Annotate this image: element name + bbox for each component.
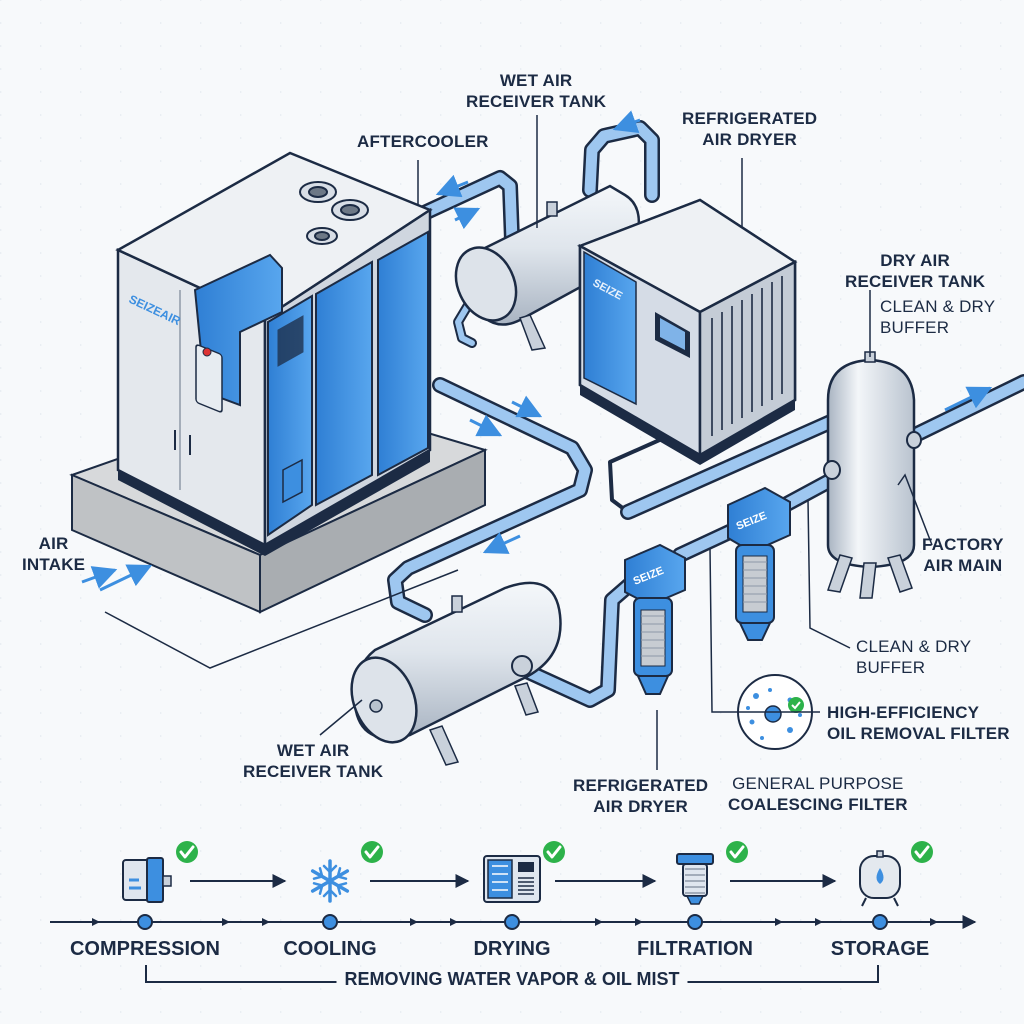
step-label-cooling: COOLING — [283, 938, 377, 960]
timeline-node — [872, 914, 888, 930]
process-steps — [122, 841, 933, 930]
timeline-node — [687, 914, 703, 930]
check-badge-icon — [911, 841, 933, 863]
snowflake-icon — [310, 859, 350, 903]
compressor-top-outlets — [299, 181, 369, 245]
dryer-icon — [483, 855, 541, 903]
dry-air-receiver-tank — [823, 351, 922, 599]
refrigerated-air-dryer: SEIZE — [577, 198, 798, 465]
high-efficiency-oil-removal-filter: SEIZE — [727, 486, 791, 641]
step-label-compression: COMPRESSION — [69, 938, 221, 960]
dryer-grille — [711, 276, 783, 436]
check-badge-icon — [726, 841, 748, 863]
air-compressor: SEIZEAIR — [115, 151, 433, 556]
step-label-storage: STORAGE — [830, 938, 930, 960]
process-footer-label: REMOVING WATER VAPOR & OIL MIST — [336, 969, 688, 990]
tank-icon — [859, 850, 901, 907]
compressor-icon — [122, 857, 172, 903]
check-badge-icon — [543, 841, 565, 863]
step-label-filtration: FILTRATION — [637, 938, 753, 960]
general-purpose-coalescing-filter: SEIZE — [624, 543, 686, 695]
leader-lines — [104, 115, 933, 770]
label-aftercooler: AFTERCOOLER — [357, 132, 489, 151]
check-badge-icon — [361, 841, 383, 863]
vent-grille — [277, 315, 304, 367]
step-label-drying: DRYING — [473, 938, 551, 960]
timeline-node — [504, 914, 520, 930]
lower-wet-air-receiver-tank — [350, 581, 562, 766]
timeline-node — [137, 914, 153, 930]
check-badge-icon — [176, 841, 198, 863]
pipe-network — [387, 120, 1024, 708]
flow-arrows — [81, 110, 993, 592]
timeline-node — [322, 914, 338, 930]
filter-icon — [676, 853, 714, 905]
top-wet-air-receiver-tank — [454, 184, 641, 351]
